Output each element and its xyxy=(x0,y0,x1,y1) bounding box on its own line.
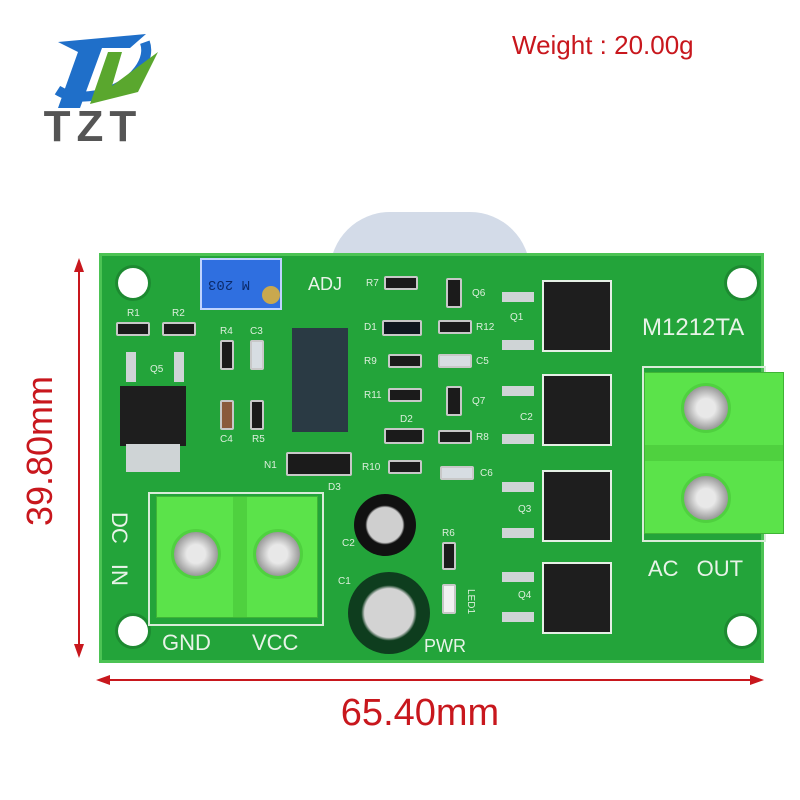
weight-label: Weight : 20.00g xyxy=(512,30,694,60)
mosfet-q5-tab xyxy=(126,444,180,472)
transistor-q6 xyxy=(446,278,462,308)
dc-in-terminal-block[interactable] xyxy=(156,496,318,618)
resistor-r11 xyxy=(388,388,422,402)
resistor-r6 xyxy=(442,542,456,570)
capacitor-c3 xyxy=(250,340,264,370)
mosfet-lead xyxy=(502,434,534,444)
capacitor-c4 xyxy=(220,400,234,430)
adj-label: ADJ xyxy=(308,274,343,294)
r10-label: R10 xyxy=(362,462,381,473)
gnd-label: GND xyxy=(162,630,211,655)
r1-label: R1 xyxy=(127,308,140,319)
mosfet-lead xyxy=(174,352,184,382)
mosfet-lead xyxy=(126,352,136,382)
width-dimension-label: 65.40mm xyxy=(340,692,500,734)
diode-n1 xyxy=(286,452,352,476)
ac-out-terminal-block[interactable] xyxy=(644,372,784,534)
mounting-hole xyxy=(727,616,757,646)
n1-label: N1 xyxy=(264,460,277,471)
mosfet-lead xyxy=(502,572,534,582)
ic-chip xyxy=(292,328,348,432)
mosfet-lead xyxy=(502,292,534,302)
c5-label: C5 xyxy=(476,356,489,367)
r8-label: R8 xyxy=(476,432,489,443)
mosfet-lead xyxy=(502,528,534,538)
r11-label: R11 xyxy=(364,390,382,401)
r6-label: R6 xyxy=(442,528,455,539)
q3-label: Q3 xyxy=(518,504,532,515)
height-dimension-label: 39.80mm xyxy=(19,375,60,527)
potentiometer[interactable]: M 203 xyxy=(200,258,282,310)
transistor-q7 xyxy=(446,386,462,416)
dc-in-silk-box xyxy=(148,492,324,626)
capacitor-c5 xyxy=(438,354,472,368)
resistor-r12 xyxy=(438,320,472,334)
mosfet-q1 xyxy=(542,280,612,352)
c2-mosfet-label: C2 xyxy=(520,412,533,423)
c1-label: C1 xyxy=(338,576,351,587)
q6-label: Q6 xyxy=(472,288,486,299)
r7-label: R7 xyxy=(366,278,379,289)
height-dimension-arrow xyxy=(74,258,84,658)
vcc-screw-terminal[interactable] xyxy=(253,529,303,579)
electrolytic-capacitor-c2 xyxy=(354,494,416,556)
mosfet-lead xyxy=(502,612,534,622)
pot-adjust-screw[interactable] xyxy=(262,286,280,304)
dc-in-label: DC IN xyxy=(107,512,132,586)
r4-label: R4 xyxy=(220,326,233,337)
mosfet-lead xyxy=(502,386,534,396)
ac-out-label: AC OUT xyxy=(648,556,744,581)
r2-label: R2 xyxy=(172,308,185,319)
mosfet-lead xyxy=(502,340,534,350)
c4-label: C4 xyxy=(220,434,233,445)
pot-marking: M 203 xyxy=(208,276,251,292)
diode-d1 xyxy=(382,320,422,336)
tzt-logo-icon xyxy=(18,12,168,162)
vcc-label: VCC xyxy=(252,630,299,655)
c2-label: C2 xyxy=(342,538,355,549)
capacitor-c6 xyxy=(440,466,474,480)
electrolytic-capacitor-c1 xyxy=(348,572,430,654)
r12-label: R12 xyxy=(476,322,495,333)
d1-label: D1 xyxy=(364,322,377,333)
resistor-r7 xyxy=(384,276,418,290)
screw-terminal-1[interactable] xyxy=(681,383,731,433)
r9-label: R9 xyxy=(364,356,377,367)
d2-label: D2 xyxy=(400,414,413,425)
q7-label: Q7 xyxy=(472,396,486,407)
resistor-r4 xyxy=(220,340,234,370)
power-led xyxy=(442,584,456,614)
resistor-r1 xyxy=(116,322,150,336)
gnd-screw-terminal[interactable] xyxy=(171,529,221,579)
resistor-r2 xyxy=(162,322,196,336)
c3-label: C3 xyxy=(250,326,263,337)
r5-label: R5 xyxy=(252,434,265,445)
screw-terminal-2[interactable] xyxy=(681,473,731,523)
resistor-r9 xyxy=(388,354,422,368)
led-label: LED1 xyxy=(465,588,477,615)
mounting-hole xyxy=(118,616,148,646)
diode-d2 xyxy=(384,428,424,444)
mosfet-q4 xyxy=(542,562,612,634)
q1-label: Q1 xyxy=(510,312,524,323)
pcb-board: M1212TA R1 R2 Q5 M 203 ADJ R4 C3 C4 R5 N… xyxy=(99,253,784,663)
d3-label: D3 xyxy=(328,482,341,493)
q5-label: Q5 xyxy=(150,364,164,375)
resistor-r5 xyxy=(250,400,264,430)
width-dimension-arrow xyxy=(96,675,764,685)
mounting-hole xyxy=(727,268,757,298)
pwr-label: PWR xyxy=(424,636,466,656)
mosfet-lead xyxy=(502,482,534,492)
resistor-r10 xyxy=(388,460,422,474)
mosfet-q3 xyxy=(542,470,612,542)
brand-name: TZT xyxy=(43,102,143,151)
mosfet-q2 xyxy=(542,374,612,446)
mosfet-q5 xyxy=(120,386,186,446)
q4-label: Q4 xyxy=(518,590,532,601)
c6-label: C6 xyxy=(480,468,493,479)
resistor-r8 xyxy=(438,430,472,444)
model-label: M1212TA xyxy=(642,314,745,341)
mounting-hole xyxy=(118,268,148,298)
